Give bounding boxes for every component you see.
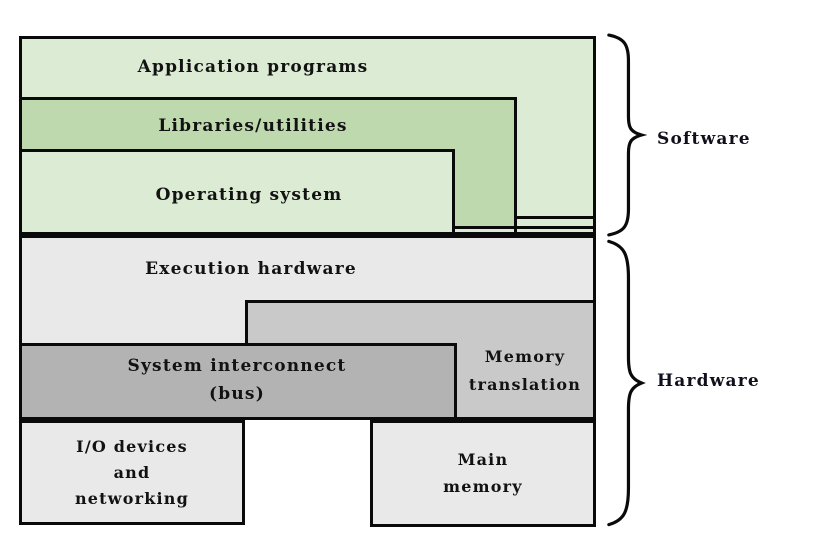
- libraries-utilities-column: [452, 149, 517, 226]
- main-memory-box: [370, 420, 596, 527]
- software-brace-icon: [599, 32, 647, 238]
- main-memory-right-border: [593, 420, 596, 527]
- libraries-right-border: [514, 97, 517, 238]
- main-memory-left-border: [370, 420, 373, 527]
- application-programs-label: Application programs: [137, 57, 369, 77]
- memory-translation-label-line1: Memory: [484, 347, 566, 366]
- execution-hardware-label: Execution hardware: [145, 259, 357, 279]
- system-interconnect-box: [19, 343, 457, 420]
- interconnect-top-border: [19, 343, 457, 346]
- abi-interface-line: [452, 226, 596, 229]
- io-devices-label-line3: networking: [74, 489, 190, 508]
- io-top-border: [19, 420, 245, 423]
- main-memory-label-line1: Main: [457, 450, 509, 469]
- io-left-border: [19, 420, 22, 525]
- interconnect-right-border: [454, 343, 457, 420]
- main-memory-label-line2: memory: [443, 477, 523, 496]
- main-memory-bottom-border: [370, 524, 596, 527]
- api-interface-line: [514, 216, 596, 219]
- operating-system-label: Operating system: [155, 185, 343, 205]
- main-memory-top-border: [370, 420, 596, 423]
- hardware-group-label: Hardware: [657, 371, 760, 391]
- software-hardware-boundary: [19, 232, 596, 238]
- libraries-utilities-label: Libraries/utilities: [158, 116, 348, 136]
- app-libraries-divider: [19, 97, 517, 100]
- outer-left-border: [19, 36, 22, 420]
- libraries-os-divider: [19, 149, 455, 152]
- outer-top-border: [19, 36, 596, 39]
- io-devices-label: I/O devices and networking: [19, 434, 245, 512]
- io-bottom-border: [19, 522, 245, 525]
- libraries-utilities-layer: [19, 97, 517, 152]
- hardware-brace-icon: [599, 237, 647, 529]
- io-devices-label-line1: I/O devices: [76, 437, 188, 456]
- software-group-label: Software: [657, 129, 751, 149]
- main-memory-label: Main memory: [370, 446, 596, 500]
- memory-translation-bottom-border: [454, 417, 596, 420]
- interconnect-bottom-border: [19, 417, 457, 420]
- os-right-border: [452, 149, 455, 238]
- system-interconnect-label-line1: System interconnect: [127, 356, 347, 376]
- memory-translation-left-border: [245, 300, 248, 345]
- io-right-border: [242, 420, 245, 525]
- system-interconnect-label-line2: (bus): [209, 384, 265, 404]
- system-interconnect-label: System interconnect (bus): [19, 352, 455, 408]
- memory-translation-label: Memory translation: [457, 343, 593, 399]
- memory-translation-label-line2: translation: [468, 375, 582, 394]
- io-devices-label-line2: and: [113, 463, 151, 482]
- memory-translation-top-border: [245, 300, 596, 303]
- io-devices-box: [19, 420, 245, 525]
